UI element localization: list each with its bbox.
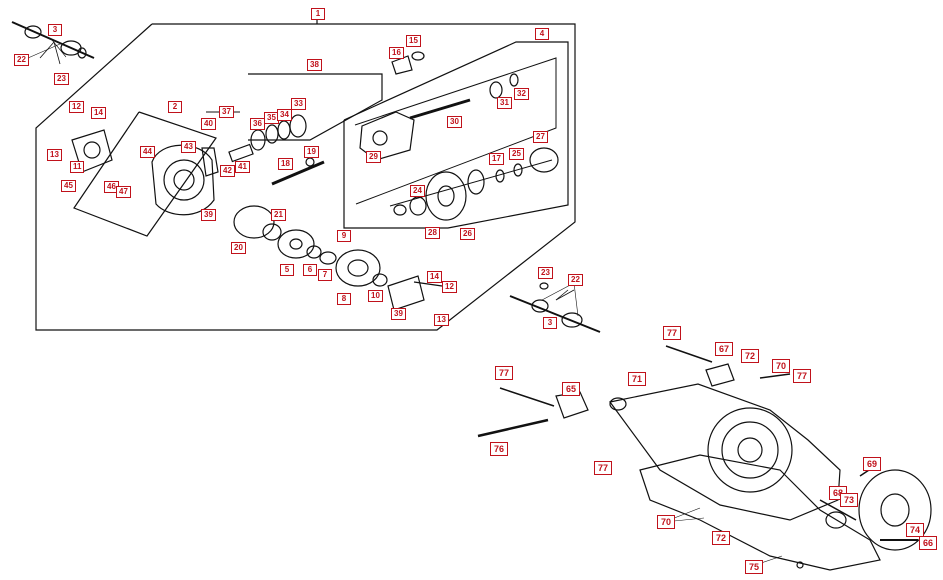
callout-77a: 77 xyxy=(663,326,681,340)
callout-10: 10 xyxy=(368,290,383,302)
callout-36: 36 xyxy=(250,118,265,130)
callout-8: 8 xyxy=(337,293,351,305)
callout-18: 18 xyxy=(278,158,293,170)
callout-5: 5 xyxy=(280,264,294,276)
callout-76: 76 xyxy=(490,442,508,456)
callout-14b: 14 xyxy=(427,271,442,283)
callout-67: 67 xyxy=(715,342,733,356)
callout-42: 42 xyxy=(220,165,235,177)
callout-22: 22 xyxy=(14,54,29,66)
callout-37: 37 xyxy=(219,106,234,118)
callout-16: 16 xyxy=(389,47,404,59)
callout-15: 15 xyxy=(406,35,421,47)
callout-65: 65 xyxy=(562,382,580,396)
callout-40: 40 xyxy=(201,118,216,130)
callout-39b: 39 xyxy=(391,308,406,320)
transfer-case xyxy=(359,51,519,161)
callout-38: 38 xyxy=(307,59,322,71)
callout-26: 26 xyxy=(460,228,475,240)
leader-lines xyxy=(27,39,783,567)
callout-75: 75 xyxy=(745,560,763,574)
group-2-bracket xyxy=(73,111,217,237)
callout-24: 24 xyxy=(410,185,425,197)
callout-70b: 70 xyxy=(657,515,675,529)
callout-23b: 23 xyxy=(538,267,553,279)
callout-19: 19 xyxy=(304,146,319,158)
callout-31: 31 xyxy=(497,97,512,109)
callout-12b: 12 xyxy=(442,281,457,293)
callout-44: 44 xyxy=(140,146,155,158)
callout-30: 30 xyxy=(447,116,462,128)
callout-77b: 77 xyxy=(793,369,811,383)
callout-74: 74 xyxy=(906,523,924,537)
differential-carrier xyxy=(335,249,443,311)
callout-12: 12 xyxy=(69,101,84,113)
callout-70a: 70 xyxy=(772,359,790,373)
callout-11: 11 xyxy=(70,161,85,173)
callout-77d: 77 xyxy=(594,461,612,475)
ring-gear-set xyxy=(233,205,337,265)
callout-47: 47 xyxy=(116,186,131,198)
brake-disc xyxy=(389,147,559,221)
callout-45: 45 xyxy=(61,180,76,192)
callout-3b: 3 xyxy=(543,317,557,329)
swing-arm-assembly xyxy=(477,345,932,571)
callout-41: 41 xyxy=(235,161,250,173)
callout-71: 71 xyxy=(628,372,646,386)
callout-22b: 22 xyxy=(568,274,583,286)
drive-shaft-right xyxy=(509,282,601,333)
callout-14: 14 xyxy=(91,107,106,119)
group-4-outline xyxy=(343,41,569,229)
callout-72a: 72 xyxy=(741,349,759,363)
axle-shaft xyxy=(271,157,325,186)
callout-7: 7 xyxy=(318,269,332,281)
callout-69: 69 xyxy=(863,457,881,471)
callout-17: 17 xyxy=(489,153,504,165)
callout-73: 73 xyxy=(840,493,858,507)
callout-3: 3 xyxy=(48,24,62,36)
callout-21: 21 xyxy=(271,209,286,221)
callout-20: 20 xyxy=(231,242,246,254)
callout-34: 34 xyxy=(277,109,292,121)
callout-4: 4 xyxy=(535,28,549,40)
callout-25: 25 xyxy=(509,148,524,160)
callout-29: 29 xyxy=(366,151,381,163)
callout-33: 33 xyxy=(291,98,306,110)
callout-28: 28 xyxy=(425,227,440,239)
callout-66: 66 xyxy=(919,536,937,550)
callout-27: 27 xyxy=(533,131,548,143)
pinion-assembly xyxy=(206,111,307,163)
callout-6: 6 xyxy=(303,264,317,276)
callout-32: 32 xyxy=(514,88,529,100)
group-1-outline xyxy=(35,23,576,331)
callout-39: 39 xyxy=(201,209,216,221)
callout-13: 13 xyxy=(47,149,62,161)
callout-43: 43 xyxy=(181,141,196,153)
callout-77c: 77 xyxy=(495,366,513,380)
differential-housing xyxy=(151,144,219,216)
callout-9: 9 xyxy=(337,230,351,242)
callout-23: 23 xyxy=(54,73,69,85)
callout-72b: 72 xyxy=(712,531,730,545)
callout-1: 1 xyxy=(311,8,325,20)
callout-2: 2 xyxy=(168,101,182,113)
callout-13b: 13 xyxy=(434,314,449,326)
group-38-bracket xyxy=(248,73,383,141)
